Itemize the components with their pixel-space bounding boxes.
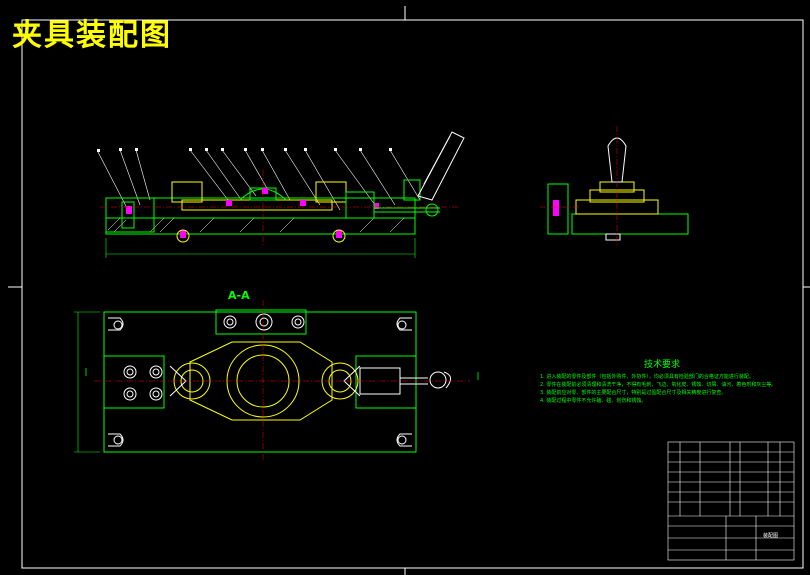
title-block — [667, 441, 795, 561]
top-view-dimension — [74, 311, 100, 453]
part-callout-leaders — [97, 149, 421, 211]
front-view — [97, 131, 465, 258]
side-view — [540, 126, 689, 246]
section-cut-marks — [85, 368, 479, 380]
screws — [126, 188, 379, 238]
overall-dimension — [105, 238, 416, 258]
technical-requirements-heading: 技术要求 — [644, 360, 681, 370]
side-view-bolt — [605, 233, 621, 241]
drawing-title: 夹具装配图 — [12, 18, 172, 53]
clamp-columns — [171, 181, 347, 211]
base-plate — [105, 197, 416, 235]
section-hatching — [107, 217, 405, 233]
side-view-center-line — [540, 126, 618, 246]
technical-note: 4. 装配过程中零件不允许磕、碰、划伤和锈蚀。 — [540, 398, 647, 404]
center-lines — [100, 170, 460, 245]
top-view-body — [103, 309, 417, 453]
technical-note: 2. 零件在装配前必须清理和清洗干净，不得有毛刺、飞边、氧化皮、锈蚀、切屑、油污… — [540, 382, 777, 388]
left-jaw-block — [105, 197, 155, 233]
side-view-handle — [607, 137, 627, 183]
technical-requirements-notes: 1. 进入装配的零件及部件（包括外购件、外协件），均必须具有检验部门的合格证方能… — [540, 373, 800, 405]
technical-note: 3. 装配前应对零、部件的主要配合尺寸，特别是过盈配合尺寸及相关精度进行复查。 — [540, 390, 727, 396]
handle-lever — [417, 131, 465, 201]
right-jaw-and-lever — [345, 179, 440, 219]
section-view-label: A-A — [228, 289, 250, 302]
top-view-lever — [400, 371, 451, 389]
side-view-screws — [553, 200, 559, 216]
top-view-bolts — [123, 313, 305, 401]
title-block-drawing-name: 装配图 — [763, 533, 779, 539]
drawing-frame — [8, 6, 810, 575]
top-view — [74, 300, 479, 460]
technical-note: 1. 进入装配的零件及部件（包括外购件、外协件），均必须具有检验部门的合格证方能… — [540, 374, 754, 380]
part-callout-ticks — [97, 148, 392, 152]
base-bolts — [176, 229, 346, 243]
top-view-center-lines — [94, 300, 470, 460]
corner-slots — [108, 317, 412, 447]
